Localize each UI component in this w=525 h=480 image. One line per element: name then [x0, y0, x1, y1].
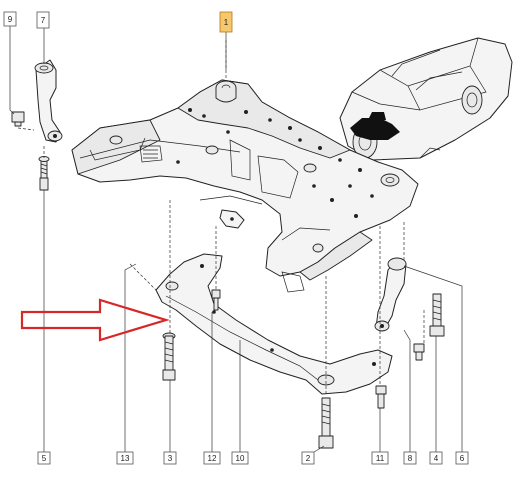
callout-2-label: 2 [306, 454, 311, 463]
callout-13[interactable]: 13 [116, 451, 134, 465]
callout-7[interactable]: 7 [36, 11, 50, 29]
bolt-11 [375, 385, 387, 409]
callout-5[interactable]: 5 [37, 451, 51, 465]
callout-11[interactable]: 11 [371, 451, 389, 465]
bolt-12 [211, 289, 221, 311]
callout-8-label: 8 [408, 454, 413, 463]
bolt-2 [318, 397, 334, 449]
callout-12[interactable]: 12 [203, 451, 221, 465]
red-outline-arrow-icon [20, 298, 170, 342]
callout-7-label: 7 [41, 16, 46, 25]
callout-2[interactable]: 2 [301, 451, 315, 465]
callout-3-label: 3 [168, 454, 173, 463]
callout-9-label: 9 [8, 15, 13, 24]
leader-lines [9, 26, 463, 453]
callout-4-label: 4 [434, 454, 439, 463]
callout-3[interactable]: 3 [163, 451, 177, 465]
bolt-8 [413, 343, 425, 361]
callout-8[interactable]: 8 [403, 451, 417, 465]
callout-12-label: 12 [208, 454, 217, 463]
callout-10-label: 10 [236, 454, 245, 463]
car-thumbnail-icon [339, 37, 513, 161]
callout-6[interactable]: 6 [455, 451, 469, 465]
bolt-5 [38, 156, 50, 191]
lower-stiffener-bar [155, 253, 393, 395]
left-mount-bracket [34, 59, 63, 143]
callout-11-label: 11 [376, 454, 385, 463]
callout-6-label: 6 [460, 454, 465, 463]
callout-4[interactable]: 4 [429, 451, 443, 465]
callout-9[interactable]: 9 [3, 11, 17, 27]
bolt-9 [11, 111, 25, 127]
callout-10[interactable]: 10 [231, 451, 249, 465]
callout-13-label: 13 [121, 454, 130, 463]
bolt-4 [429, 293, 445, 337]
callout-1[interactable]: 1 [219, 11, 233, 33]
callout-1-label: 1 [224, 18, 229, 27]
bolt-3 [162, 332, 176, 381]
small-bracket [219, 209, 245, 229]
callout-5-label: 5 [42, 454, 47, 463]
subframe-crossmember [71, 79, 419, 293]
